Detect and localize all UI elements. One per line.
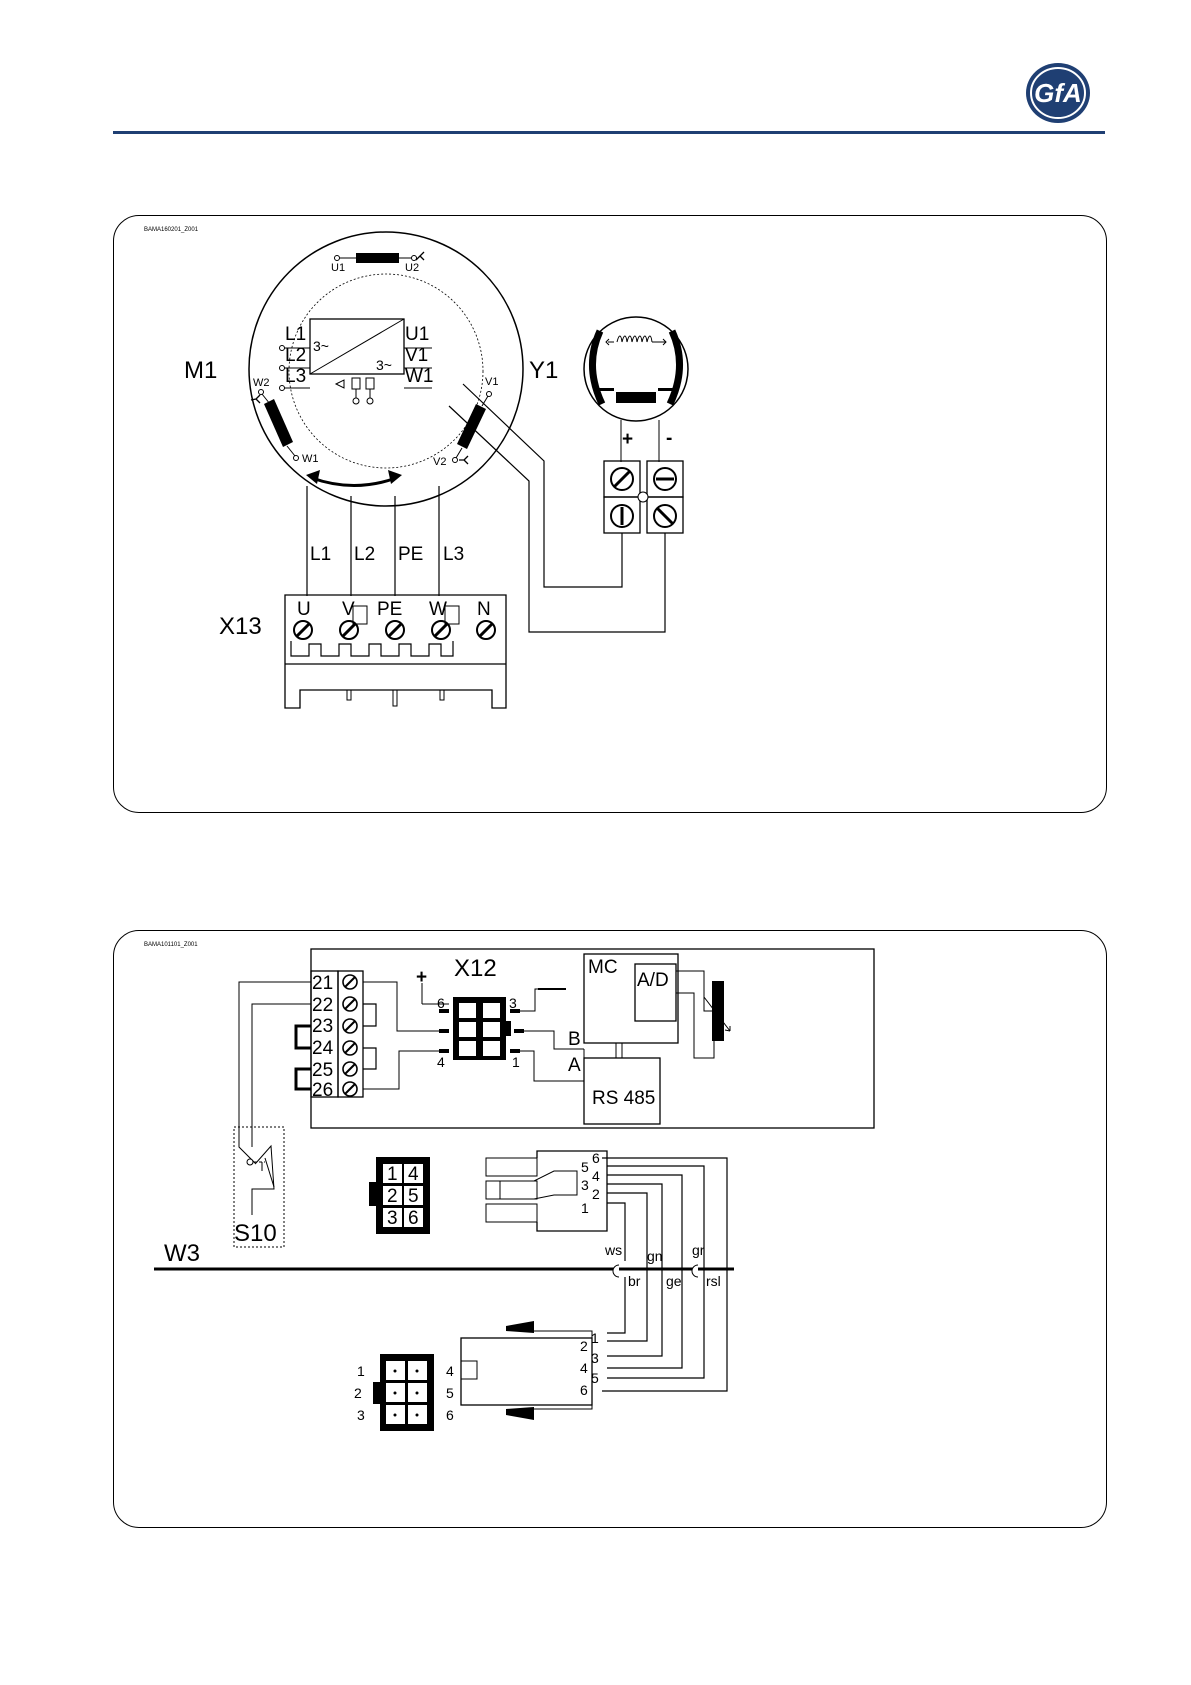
- svg-text:4: 4: [592, 1168, 600, 1184]
- svg-text:1: 1: [357, 1363, 365, 1379]
- svg-text:ge: ge: [666, 1273, 682, 1289]
- terminal-block-21-26: 21 22 23 24 25 26: [296, 971, 376, 1101]
- control-wiring-diagram: BAMA101101_Z001 21 22 23 24 25 26 X12 + …: [114, 931, 1106, 1527]
- svg-text:rsl: rsl: [706, 1273, 721, 1289]
- svg-text:2: 2: [592, 1186, 600, 1202]
- svg-text:ws: ws: [604, 1242, 622, 1258]
- svg-text:1: 1: [512, 1054, 520, 1070]
- svg-text:4: 4: [580, 1360, 588, 1376]
- svg-text:U1: U1: [405, 324, 429, 345]
- svg-text:3: 3: [591, 1350, 599, 1366]
- svg-text:-: -: [666, 428, 672, 449]
- svg-text:V1: V1: [485, 376, 498, 388]
- svg-text:L1: L1: [310, 544, 331, 565]
- brake-y1: Y1 + -: [529, 317, 688, 462]
- motor-label: M1: [184, 357, 217, 384]
- svg-text:23: 23: [312, 1016, 333, 1037]
- svg-text:1: 1: [581, 1200, 589, 1216]
- svg-text:22: 22: [312, 995, 333, 1016]
- svg-text:6: 6: [408, 1208, 419, 1229]
- svg-text:L2: L2: [354, 544, 375, 565]
- svg-text:L3: L3: [285, 366, 306, 387]
- plug-top-side: 6 5 4 3 2 1: [486, 1150, 607, 1231]
- svg-text:U2: U2: [405, 262, 419, 274]
- svg-text:gr: gr: [692, 1242, 705, 1258]
- svg-text:V2: V2: [433, 456, 446, 468]
- svg-text:A: A: [568, 1055, 581, 1076]
- svg-text:W1: W1: [405, 366, 434, 387]
- svg-text:21: 21: [312, 973, 333, 994]
- svg-text:W2: W2: [253, 377, 270, 389]
- svg-text:+: +: [622, 429, 633, 450]
- motor-wiring-diagram: BAMA160201_Z001 M1 U1 U2 W2 W1 V1 V2: [114, 216, 1106, 812]
- logo-text: GfA: [1034, 78, 1082, 108]
- svg-text:W1: W1: [302, 453, 319, 465]
- inverter-symbol: 3~ 3~ L1 L2 L3 U1 V1 W1: [280, 319, 434, 404]
- drawing-id: BAMA101101_Z001: [144, 942, 198, 948]
- svg-text:br: br: [628, 1273, 641, 1289]
- svg-text:W: W: [429, 599, 447, 620]
- supply-wires: L1 L2 PE L3: [307, 486, 464, 596]
- brake-label: Y1: [529, 357, 558, 384]
- svg-text:2: 2: [354, 1385, 362, 1401]
- svg-text:24: 24: [312, 1038, 334, 1059]
- svg-text:26: 26: [312, 1080, 333, 1101]
- svg-text:RS 485: RS 485: [592, 1088, 655, 1109]
- svg-text:3: 3: [357, 1407, 365, 1423]
- switch-s10: S10: [234, 982, 311, 1247]
- svg-text:2: 2: [580, 1338, 588, 1354]
- svg-text:3: 3: [581, 1177, 589, 1193]
- mc-block: MC A/D RS 485 B A: [568, 954, 730, 1124]
- svg-text:5: 5: [581, 1159, 589, 1175]
- svg-text:5: 5: [446, 1385, 454, 1401]
- terminal-x13: X13 U V PE W N: [219, 595, 506, 708]
- svg-text:5: 5: [591, 1370, 599, 1386]
- svg-text:6: 6: [437, 995, 445, 1011]
- svg-text:4: 4: [437, 1054, 445, 1070]
- svg-text:PE: PE: [377, 599, 402, 620]
- svg-text:gn: gn: [647, 1248, 663, 1264]
- motor-wiring-panel: BAMA160201_Z001 M1 U1 U2 W2 W1 V1 V2: [113, 215, 1107, 813]
- svg-text:3~: 3~: [376, 357, 392, 373]
- svg-text:6: 6: [580, 1382, 588, 1398]
- svg-text:3: 3: [509, 995, 517, 1011]
- cable-w3-label: W3: [164, 1240, 200, 1267]
- svg-text:U: U: [297, 599, 311, 620]
- svg-text:U1: U1: [331, 262, 345, 274]
- svg-text:25: 25: [312, 1060, 333, 1081]
- svg-text:B: B: [568, 1029, 581, 1050]
- svg-text:1: 1: [591, 1330, 599, 1346]
- svg-text:5: 5: [408, 1186, 419, 1207]
- plug-top-grid: 1 4 2 5 3 6: [369, 1157, 430, 1234]
- svg-text:4: 4: [408, 1164, 419, 1185]
- svg-text:L1: L1: [285, 324, 306, 345]
- brake-terminal-block: [604, 461, 683, 533]
- svg-text:N: N: [477, 599, 491, 620]
- plug-bottom-grid: 1 2 3 4 5 6: [354, 1354, 454, 1431]
- connector-x12-label: X12: [454, 955, 497, 982]
- svg-text:PE: PE: [398, 544, 423, 565]
- control-wiring-panel: BAMA101101_Z001 21 22 23 24 25 26 X12 + …: [113, 930, 1107, 1528]
- plug-bottom-side: 1 2 3 4 5 6: [461, 1321, 599, 1420]
- svg-text:L3: L3: [443, 544, 464, 565]
- svg-text:3~: 3~: [313, 338, 329, 354]
- svg-text:3: 3: [387, 1208, 398, 1229]
- svg-text:4: 4: [446, 1363, 454, 1379]
- header-rule: [113, 131, 1105, 134]
- svg-text:A/D: A/D: [637, 970, 669, 991]
- svg-text:MC: MC: [588, 957, 618, 978]
- rotation-arrow: [312, 478, 396, 486]
- svg-text:6: 6: [446, 1407, 454, 1423]
- switch-s10-label: S10: [234, 1220, 277, 1247]
- terminal-x13-label: X13: [219, 613, 262, 640]
- svg-text:1: 1: [387, 1164, 398, 1185]
- winding-u: U1 U2: [331, 252, 424, 274]
- drawing-id: BAMA160201_Z001: [144, 227, 199, 233]
- gfa-logo: GfA: [1023, 61, 1093, 125]
- svg-text:6: 6: [592, 1150, 600, 1166]
- connector-x12: X12 + 6 3 4 1: [363, 955, 584, 1089]
- winding-w: W2 W1: [251, 377, 319, 465]
- svg-text:2: 2: [387, 1186, 398, 1207]
